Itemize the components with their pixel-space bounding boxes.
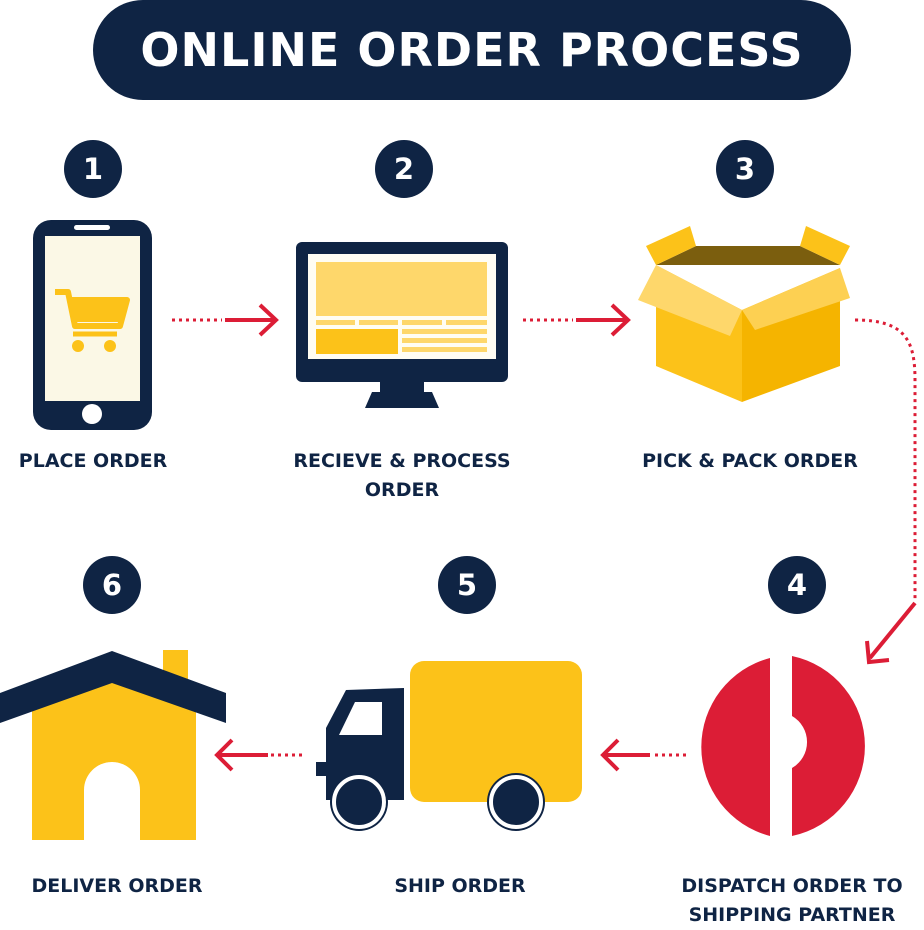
step-label-3: PICK & PACK ORDER <box>630 447 870 476</box>
step-label-5-text: SHIP ORDER <box>394 875 526 897</box>
title-banner: ONLINE ORDER PROCESS <box>93 0 851 100</box>
arrow-1-to-2 <box>172 303 279 337</box>
step-label-5: SHIP ORDER <box>370 872 550 901</box>
step-label-6: DELIVER ORDER <box>22 872 212 901</box>
arrow-3-to-4 <box>854 318 917 665</box>
step-number-3: 3 <box>716 140 774 198</box>
arrow-4-to-5 <box>600 738 686 772</box>
page-title: ONLINE ORDER PROCESS <box>140 23 804 77</box>
post-logo-icon <box>701 656 865 836</box>
step-label-1-text: PLACE ORDER <box>18 450 168 472</box>
arrow-5-to-6 <box>214 738 302 772</box>
step-number-1: 1 <box>64 140 122 198</box>
step-label-6-text: DELIVER ORDER <box>31 875 203 897</box>
step-label-2-line-1: RECIEVE & PROCESS <box>293 450 511 472</box>
step-label-2: RECIEVE & PROCESS ORDER <box>282 447 522 505</box>
step-label-4-line-1: DISPATCH ORDER TO <box>681 875 903 897</box>
step-label-4-line-2: SHIPPING PARTNER <box>688 904 896 926</box>
step-label-4: DISPATCH ORDER TO SHIPPING PARTNER <box>668 872 916 930</box>
truck-icon <box>316 661 582 831</box>
house-icon <box>0 650 226 840</box>
step-label-2-line-2: ORDER <box>364 479 440 501</box>
step-number-6: 6 <box>83 556 141 614</box>
step-number-2: 2 <box>375 140 433 198</box>
step-label-3-text: PICK & PACK ORDER <box>642 450 858 472</box>
step-label-1: PLACE ORDER <box>8 447 178 476</box>
step-number-4: 4 <box>768 556 826 614</box>
step-number-5: 5 <box>438 556 496 614</box>
arrow-2-to-3 <box>523 303 631 337</box>
smartphone-cart-icon <box>33 220 152 430</box>
open-box-icon <box>638 226 850 402</box>
monitor-icon <box>296 242 508 408</box>
